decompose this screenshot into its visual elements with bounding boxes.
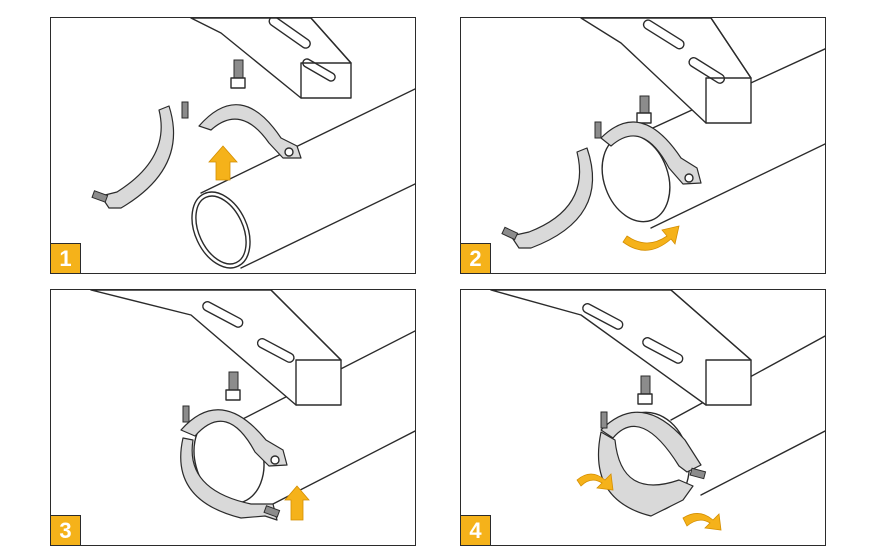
clamp-upper-half xyxy=(180,409,288,467)
arrow-up-icon xyxy=(208,145,238,181)
step-3-illustration xyxy=(90,290,415,521)
step-number-badge: 4 xyxy=(461,515,491,545)
step-panel-1: 1 xyxy=(50,17,416,274)
clamp-lower-half xyxy=(100,105,175,209)
clamp-lower-half xyxy=(597,431,694,517)
step-panel-3: 3 xyxy=(50,289,416,546)
step-4-illustration xyxy=(490,290,825,531)
mounting-rail xyxy=(580,18,752,124)
clamp-upper-half xyxy=(198,104,302,159)
clamp-upper-half xyxy=(600,411,702,473)
mounting-rail xyxy=(190,18,352,99)
step-number-badge: 3 xyxy=(51,515,81,545)
step-2-illustration xyxy=(501,18,825,251)
rotate-arrow-icon xyxy=(682,513,722,531)
clamp-lower-half xyxy=(510,147,594,249)
rotate-arrow-icon xyxy=(622,225,680,251)
step-1-illustration xyxy=(91,18,415,269)
mounting-rail xyxy=(490,290,752,406)
pipe-end xyxy=(191,191,251,269)
step-panel-2: 2 xyxy=(460,17,826,274)
clamp-upper-half xyxy=(600,121,702,185)
mounting-rail xyxy=(90,290,342,406)
rotate-arrow-icon xyxy=(576,473,614,491)
clamp-lower-half xyxy=(180,437,278,521)
step-panel-4: 4 xyxy=(460,289,826,546)
step-number-badge: 1 xyxy=(51,243,81,273)
arrow-up-icon xyxy=(284,485,310,521)
step-number-badge: 2 xyxy=(461,243,491,273)
